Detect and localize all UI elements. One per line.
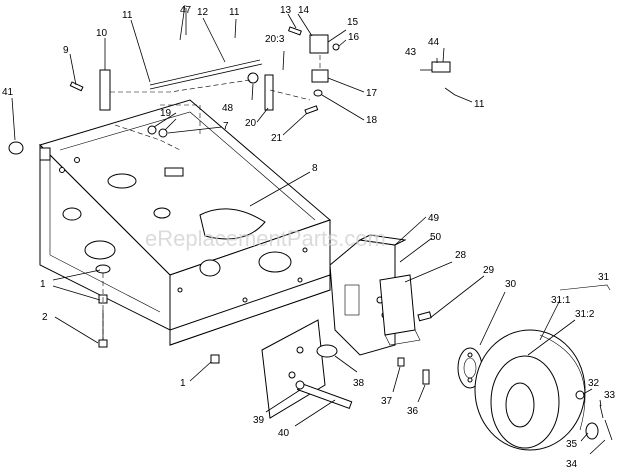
- label-12: 12: [197, 7, 209, 18]
- plate-39: [261, 319, 326, 419]
- label-1a: 1: [40, 279, 46, 290]
- label-18: 18: [366, 115, 378, 126]
- label-36: 36: [407, 406, 419, 417]
- bushing-19: [147, 125, 157, 135]
- label-8: 8: [312, 163, 318, 174]
- label-29: 29: [483, 265, 495, 276]
- label-28: 28: [455, 250, 467, 261]
- bolt-36: [422, 369, 430, 385]
- label-16: 16: [348, 32, 360, 43]
- label-37: 37: [381, 396, 393, 407]
- label-41: 41: [2, 87, 14, 98]
- label-10: 10: [96, 28, 108, 39]
- label-33: 33: [604, 390, 616, 401]
- label-50: 50: [430, 232, 442, 243]
- bracket-28: [379, 274, 421, 346]
- label-34: 34: [566, 459, 578, 470]
- label-31-1: 31:1: [551, 295, 571, 306]
- label-11a: 11: [122, 10, 133, 21]
- label-2: 2: [42, 312, 48, 323]
- o-ring-38: [316, 344, 338, 358]
- label-38: 38: [353, 378, 365, 389]
- axle-40: [295, 380, 353, 410]
- pin-33: [599, 404, 604, 419]
- label-43: 43: [405, 47, 417, 58]
- bolt-stack-1-2: [95, 264, 111, 348]
- watermark: eReplacementParts.com: [145, 226, 386, 251]
- wheel-31: [474, 329, 586, 451]
- label-30: 30: [505, 279, 517, 290]
- bolt-29: [417, 311, 432, 322]
- label-49: 49: [428, 213, 440, 224]
- label-11c: 11: [474, 99, 485, 110]
- label-14: 14: [298, 5, 310, 16]
- label-31-2: 31:2: [575, 309, 595, 320]
- label-9: 9: [63, 45, 69, 56]
- label-39: 39: [253, 415, 265, 426]
- label-35: 35: [566, 439, 578, 450]
- label-31: 31: [598, 272, 610, 283]
- label-21: 21: [271, 133, 283, 144]
- label-20: 20: [245, 118, 257, 129]
- spacer-37: [397, 357, 405, 367]
- label-1b: 1: [180, 378, 186, 389]
- bushing-41: [8, 141, 24, 155]
- label-40: 40: [278, 428, 290, 439]
- main-frame: [39, 99, 331, 346]
- label-13: 13: [280, 5, 292, 16]
- label-48: 48: [222, 103, 234, 114]
- label-20-3: 20:3: [265, 34, 285, 45]
- label-32: 32: [588, 378, 600, 389]
- bolt-21: [304, 105, 319, 115]
- label-19: 19: [160, 108, 172, 119]
- label-17: 17: [366, 88, 378, 99]
- bolt-9: [69, 81, 84, 92]
- valve-32: [575, 390, 585, 400]
- pin-34: [604, 419, 613, 441]
- washer-35: [585, 422, 599, 440]
- bolt-13: [287, 26, 302, 36]
- label-7: 7: [223, 121, 229, 132]
- leader-lines: [11, 8, 611, 455]
- label-47: 47: [180, 5, 192, 16]
- bushing-7: [158, 128, 168, 138]
- nut-1: [210, 354, 220, 364]
- label-44: 44: [428, 37, 440, 48]
- label-11b: 11: [229, 7, 240, 18]
- upper-linkage: [99, 4, 456, 151]
- callout-labels: 1 1 2 7 8 9 10 11 11 11 12 13 14 15 16 1…: [2, 5, 616, 470]
- label-15: 15: [347, 17, 359, 28]
